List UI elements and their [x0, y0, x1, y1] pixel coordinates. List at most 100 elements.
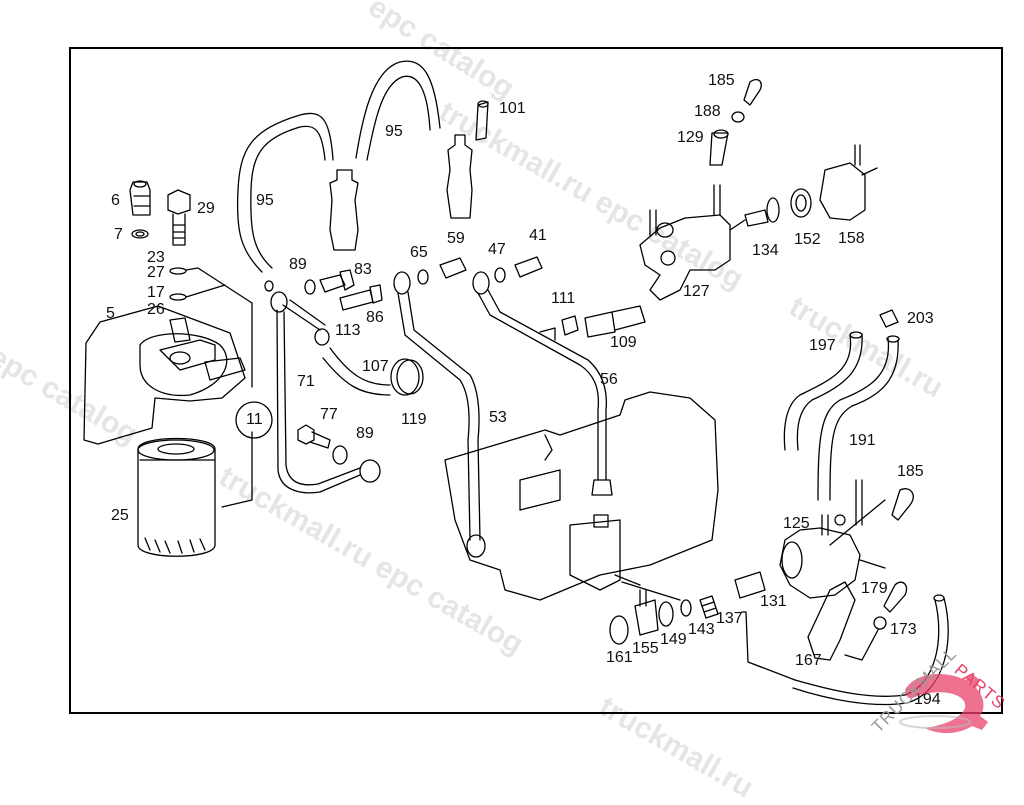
callout-143[interactable]: 143 — [688, 621, 715, 638]
bolt-185-right — [891, 488, 914, 521]
callout-152[interactable]: 152 — [794, 231, 821, 248]
hose-107 — [322, 347, 391, 396]
callout-83[interactable]: 83 — [354, 261, 372, 278]
callout-26[interactable]: 26 — [147, 301, 165, 318]
washer-65 — [417, 269, 429, 285]
callout-65[interactable]: 65 — [410, 244, 428, 261]
washer-47 — [494, 267, 506, 283]
fitting-155 — [634, 589, 659, 636]
clip-119 — [390, 358, 420, 396]
callout-129[interactable]: 129 — [677, 129, 704, 146]
washer-7 — [131, 229, 149, 239]
fuel-line-71 — [276, 309, 361, 494]
clip-113 — [314, 328, 330, 346]
hose-95-right — [355, 60, 441, 161]
hose-191 — [817, 337, 899, 501]
callout-29[interactable]: 29 — [197, 200, 215, 217]
injection-pump — [444, 391, 719, 601]
callout-179[interactable]: 179 — [861, 580, 888, 597]
callout-77[interactable]: 77 — [320, 406, 338, 423]
callout-161[interactable]: 161 — [606, 649, 633, 666]
callout-47[interactable]: 47 — [488, 241, 506, 258]
bolt-29 — [167, 189, 191, 246]
exploded-diagram-drawing — [83, 60, 949, 706]
hose-95-left — [236, 112, 334, 273]
sleeve-101 — [475, 101, 489, 141]
callout-173[interactable]: 173 — [890, 621, 917, 638]
callout-89-bottom[interactable]: 89 — [356, 425, 374, 442]
callout-125[interactable]: 125 — [783, 515, 810, 532]
callout-119[interactable]: 119 — [401, 411, 427, 428]
callout-127[interactable]: 127 — [683, 283, 710, 300]
washer-89b — [332, 445, 348, 465]
hose-197 — [783, 333, 863, 451]
callout-95-right[interactable]: 95 — [385, 123, 403, 140]
callout-11[interactable]: 11 — [246, 411, 263, 428]
callout-149[interactable]: 149 — [660, 631, 687, 648]
callout-194[interactable]: 194 — [914, 691, 941, 708]
callout-53[interactable]: 53 — [489, 409, 507, 426]
fuel-line-53 — [397, 291, 481, 541]
callout-95-left[interactable]: 95 — [256, 192, 274, 209]
callout-41[interactable]: 41 — [529, 227, 547, 244]
callout-89-top[interactable]: 89 — [289, 256, 307, 273]
fitting-6 — [129, 181, 151, 216]
seal-155 — [658, 601, 674, 627]
callout-23[interactable]: 23 — [147, 249, 165, 266]
callout-158[interactable]: 158 — [838, 230, 865, 247]
diagram-frame — [69, 47, 1003, 714]
callout-5[interactable]: 5 — [106, 305, 115, 322]
bolt-185-top — [743, 78, 762, 106]
bolt-59 — [439, 257, 467, 279]
callout-circle-11 — [235, 401, 273, 439]
seal-149 — [680, 599, 692, 617]
callout-111[interactable]: 111 — [551, 290, 576, 307]
bolt-41 — [514, 256, 543, 278]
hose-194 — [792, 597, 949, 706]
clip-203 — [879, 309, 899, 328]
callout-71[interactable]: 71 — [297, 373, 315, 390]
callout-137[interactable]: 137 — [716, 610, 743, 627]
callout-7[interactable]: 7 — [114, 226, 123, 243]
callout-191[interactable]: 191 — [849, 432, 876, 449]
callout-167[interactable]: 167 — [795, 652, 822, 669]
fuel-line-56 — [477, 289, 608, 481]
callout-203[interactable]: 203 — [907, 310, 934, 327]
injector-right — [446, 134, 473, 219]
valve-134 — [744, 209, 769, 227]
callout-185-top[interactable]: 185 — [708, 72, 735, 89]
callout-185-right[interactable]: 185 — [897, 463, 924, 480]
leader-seals — [185, 267, 253, 508]
hand-pump-125 — [779, 527, 861, 599]
washer-188 — [731, 111, 745, 123]
callout-56[interactable]: 56 — [600, 371, 618, 388]
cover-158 — [819, 162, 866, 221]
callout-6[interactable]: 6 — [111, 192, 120, 209]
callout-155[interactable]: 155 — [632, 640, 659, 657]
callout-101[interactable]: 101 — [499, 100, 526, 117]
bolt-77 — [297, 424, 331, 449]
callout-17[interactable]: 17 — [147, 284, 165, 301]
callout-197[interactable]: 197 — [809, 337, 836, 354]
washer-89a — [304, 279, 316, 295]
banjo-eye-71b — [359, 459, 381, 483]
callout-131[interactable]: 131 — [760, 593, 787, 610]
callout-25[interactable]: 25 — [111, 507, 129, 524]
callout-86[interactable]: 86 — [366, 309, 384, 326]
callout-113[interactable]: 113 — [335, 322, 361, 339]
callout-109[interactable]: 109 — [610, 334, 637, 351]
callout-27[interactable]: 27 — [147, 264, 165, 281]
logo-swoosh — [899, 715, 971, 729]
callout-134[interactable]: 134 — [752, 242, 779, 259]
connector-109 — [584, 305, 646, 338]
banjo-eye-53 — [393, 271, 411, 295]
banjo-eye-71 — [270, 291, 288, 313]
filter-head-5 — [83, 305, 246, 445]
callout-188[interactable]: 188 — [694, 103, 721, 120]
callout-59[interactable]: 59 — [447, 230, 465, 247]
plug-161 — [609, 615, 629, 645]
callout-107[interactable]: 107 — [362, 358, 389, 375]
sleeve-129 — [709, 132, 729, 166]
bracket-167 — [807, 581, 856, 661]
